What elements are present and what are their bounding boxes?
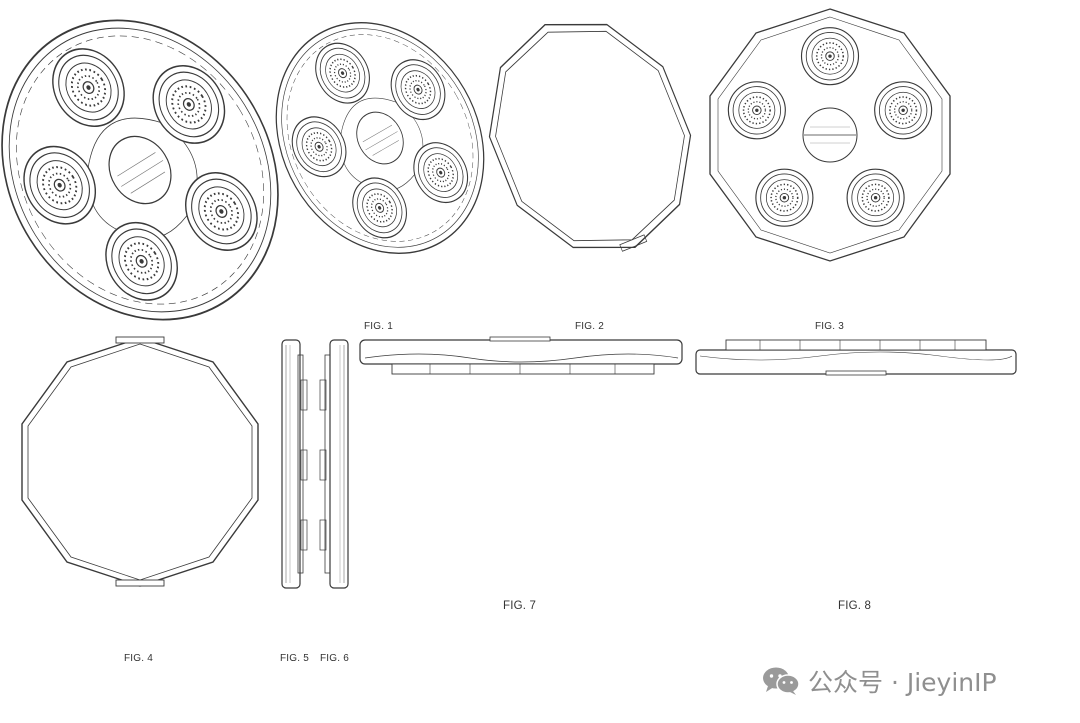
fig1-perspective-view: [0, 0, 333, 372]
fig3-bottom-perspective: [488, 23, 692, 252]
fig4-top-view: [709, 8, 951, 262]
fig7-label: FIG. 7: [503, 600, 537, 612]
watermark: 公众号 · JieyinIP: [762, 664, 997, 698]
fig8-rear-view: [695, 339, 1017, 376]
fig4-bottom-view: [21, 336, 259, 587]
fig2-perspective-view: [235, 0, 524, 291]
fig2-label: FIG. 2: [575, 321, 604, 332]
fig5-label: FIG. 5: [280, 653, 309, 664]
fig8-label: FIG. 8: [838, 600, 872, 612]
fig6-label: FIG. 6: [320, 653, 349, 664]
fig1-label: FIG. 1: [364, 321, 393, 332]
fig6-side-view: [319, 339, 349, 589]
watermark-text: 公众号 · JieyinIP: [808, 668, 997, 697]
fig3-label: FIG. 3: [815, 321, 844, 332]
wechat-icon: [762, 666, 800, 696]
fig5-side-view: [281, 339, 308, 589]
fig7-front-view: [359, 336, 683, 375]
fig4-label: FIG. 4: [124, 653, 153, 664]
